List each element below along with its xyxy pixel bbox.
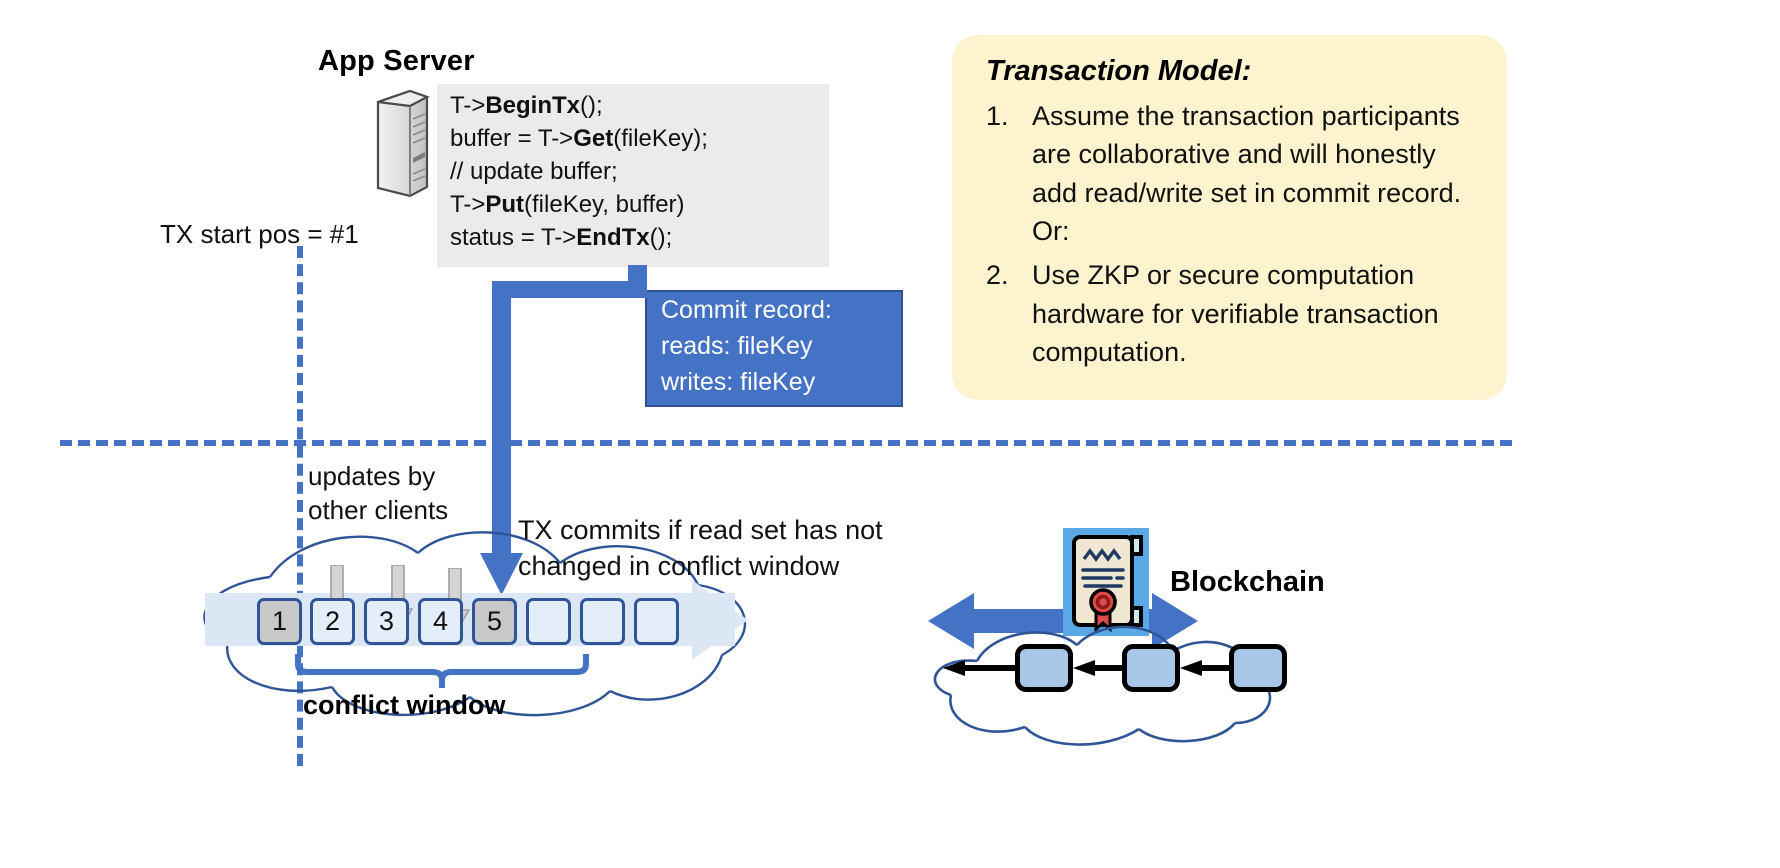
- log-slot[interactable]: 5: [472, 598, 517, 645]
- certificate-icon: [1063, 528, 1149, 636]
- transaction-model-item-1: 1. Assume the transaction participants a…: [974, 97, 1484, 250]
- commit-record-box: Commit record: reads: fileKey writes: fi…: [645, 290, 903, 407]
- tx-start-dashed-line: [297, 246, 303, 766]
- commit-flow-arrow: [480, 265, 660, 610]
- code-snippet-box: T->BeginTx(); buffer = T->Get(fileKey); …: [437, 84, 829, 267]
- code-line-3: T->Put(fileKey, buffer): [450, 191, 685, 218]
- list-text: Assume the transaction participants are …: [1032, 101, 1462, 246]
- chain-link-arrow-icon: [943, 660, 1015, 676]
- list-number: 1.: [986, 101, 1009, 131]
- log-slot[interactable]: [634, 598, 679, 645]
- blockchain-label: Blockchain: [1170, 566, 1325, 598]
- updates-line-2: other clients: [308, 495, 449, 526]
- list-text: Use ZKP or secure computation hardware f…: [1032, 260, 1439, 367]
- transaction-model-title: Transaction Model:: [986, 55, 1252, 87]
- blockchain-block[interactable]: [1015, 644, 1073, 692]
- commits-line-2: changed in conflict window: [518, 551, 840, 582]
- code-line-1: buffer = T->Get(fileKey);: [450, 125, 708, 152]
- log-slot[interactable]: 1: [257, 598, 302, 645]
- code-line-0: T->BeginTx();: [450, 92, 603, 119]
- updates-by-other-clients-label: updates by other clients: [308, 459, 448, 528]
- blockchain-block[interactable]: [1122, 644, 1180, 692]
- updates-line-1: updates by: [308, 461, 436, 491]
- list-number: 2.: [986, 260, 1009, 291]
- chain-link-arrow-icon: [1180, 660, 1229, 676]
- log-slot[interactable]: 4: [418, 598, 463, 645]
- blockchain-cloud-shape: [905, 615, 1285, 750]
- commit-record-writes: writes: fileKey: [661, 368, 816, 396]
- chain-link-arrow-icon: [1073, 660, 1122, 676]
- transaction-model-item-2: 2. Use ZKP or secure computation hardwar…: [974, 256, 1484, 371]
- app-server-title: App Server: [318, 45, 475, 77]
- conflict-window-bracket: [294, 652, 590, 690]
- log-continues-triangle-icon: [692, 580, 748, 660]
- code-line-4: status = T->EndTx();: [450, 224, 673, 251]
- commits-line-1: TX commits if read set has not: [518, 515, 883, 545]
- transaction-model-list: 1. Assume the transaction participants a…: [974, 97, 1484, 377]
- commit-record-title: Commit record:: [661, 296, 832, 324]
- log-slot[interactable]: [580, 598, 625, 645]
- conflict-window-label: conflict window: [303, 690, 506, 720]
- transaction-model-callout: Transaction Model: 1. Assume the transac…: [952, 35, 1507, 400]
- commit-record-reads: reads: fileKey: [661, 332, 813, 360]
- tx-commits-condition-label: TX commits if read set has not changed i…: [518, 512, 883, 585]
- log-slot[interactable]: 3: [364, 598, 409, 645]
- server-tower-icon: [370, 88, 432, 200]
- layer-divider-dashed-line: [60, 440, 1512, 446]
- log-slot[interactable]: 2: [310, 598, 355, 645]
- tx-start-pos-label: TX start pos = #1: [160, 219, 359, 249]
- code-line-2: // update buffer;: [450, 158, 618, 185]
- blockchain-block[interactable]: [1229, 644, 1287, 692]
- log-slot[interactable]: [526, 598, 571, 645]
